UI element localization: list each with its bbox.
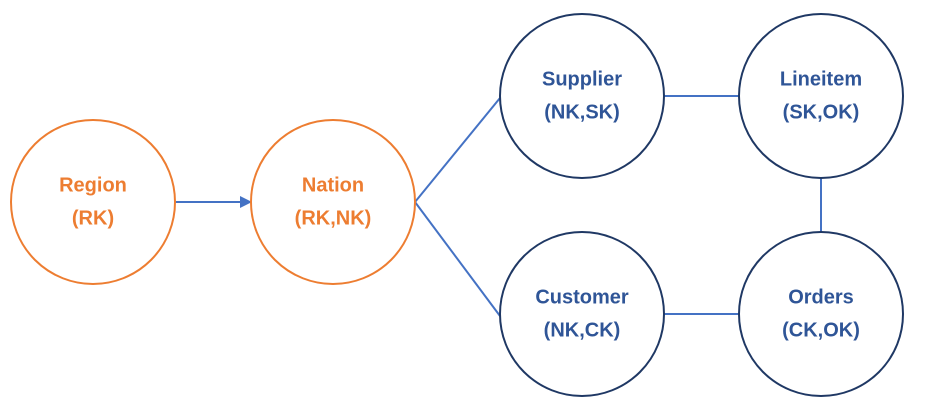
node-orders: Orders (CK,OK) xyxy=(738,231,904,397)
node-lineitem-keys: (SK,OK) xyxy=(783,101,860,123)
node-orders-circle xyxy=(738,231,904,397)
node-region-keys: (RK) xyxy=(72,207,114,229)
node-supplier-keys: (NK,SK) xyxy=(544,101,620,123)
node-orders-name: Orders xyxy=(788,286,854,308)
node-lineitem-circle xyxy=(738,13,904,179)
node-orders-keys: (CK,OK) xyxy=(782,319,860,341)
node-supplier-circle xyxy=(499,13,665,179)
node-nation-keys: (RK,NK) xyxy=(295,207,372,229)
node-region: Region (RK) xyxy=(10,119,176,285)
edge-nation-customer xyxy=(414,201,501,317)
node-supplier-name: Supplier xyxy=(542,68,622,90)
node-customer-name: Customer xyxy=(535,286,629,308)
node-customer-keys: (NK,CK) xyxy=(544,319,621,341)
edge-nation-supplier xyxy=(414,97,501,203)
node-region-circle xyxy=(10,119,176,285)
edges xyxy=(176,95,822,317)
node-region-name: Region xyxy=(59,174,127,196)
node-nation: Nation (RK,NK) xyxy=(250,119,416,285)
node-lineitem-name: Lineitem xyxy=(780,68,862,90)
node-customer: Customer (NK,CK) xyxy=(499,231,665,397)
node-lineitem: Lineitem (SK,OK) xyxy=(738,13,904,179)
node-customer-circle xyxy=(499,231,665,397)
node-nation-circle xyxy=(250,119,416,285)
node-nation-name: Nation xyxy=(302,174,364,196)
node-supplier: Supplier (NK,SK) xyxy=(499,13,665,179)
nodes: Region (RK) Nation (RK,NK) Supplier (NK,SK) Li… xyxy=(10,13,904,397)
